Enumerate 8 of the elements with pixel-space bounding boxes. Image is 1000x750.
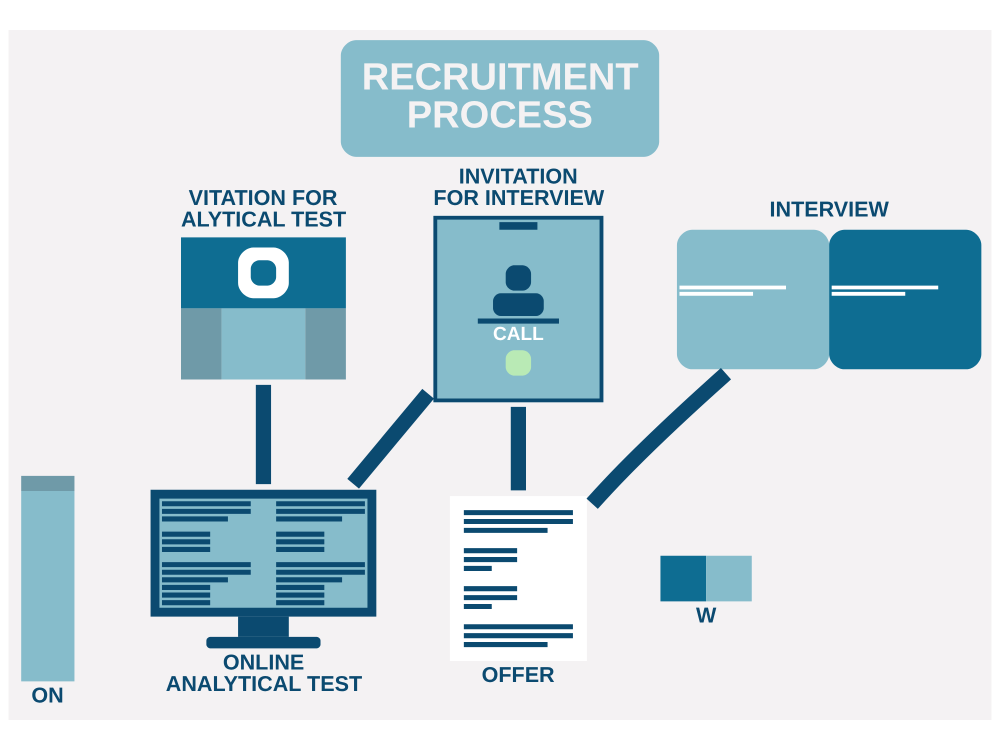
node-label: INTERVIEW <box>770 196 889 222</box>
node-label: INVITATION FOR INTERVIEW <box>433 164 604 210</box>
node-label: OFFER <box>482 662 555 688</box>
node-label: ONLINE ANALYTICAL TEST <box>166 649 362 696</box>
node-label: VITATION FOR ALYTICAL TEST <box>181 185 346 232</box>
node-label: ON <box>31 682 64 708</box>
diagram-title: RECRUITMENT PROCESS <box>362 56 639 137</box>
node-label: W <box>696 602 716 628</box>
